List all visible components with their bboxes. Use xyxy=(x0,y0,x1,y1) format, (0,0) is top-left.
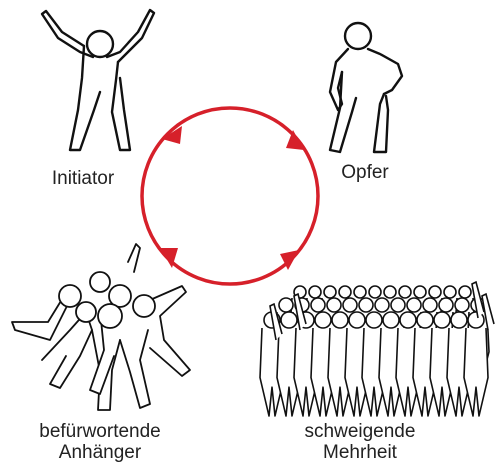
person-arms-raised-icon xyxy=(40,8,156,152)
label-mehrheit-line2: Mehrheit xyxy=(323,442,397,463)
label-anhaenger-line1: befürwortende xyxy=(39,421,161,442)
crowd-icon xyxy=(259,280,495,417)
label-mehrheit-line1: schweigende xyxy=(304,421,416,442)
supporter-group-icon xyxy=(11,243,191,411)
label-opfer: Opfer xyxy=(341,162,389,183)
label-anhaenger-line2: Anhänger xyxy=(58,442,142,463)
cycle-arrows xyxy=(140,106,320,286)
label-initiator: Initiator xyxy=(51,168,115,189)
person-hand-on-hip-icon xyxy=(328,21,404,154)
